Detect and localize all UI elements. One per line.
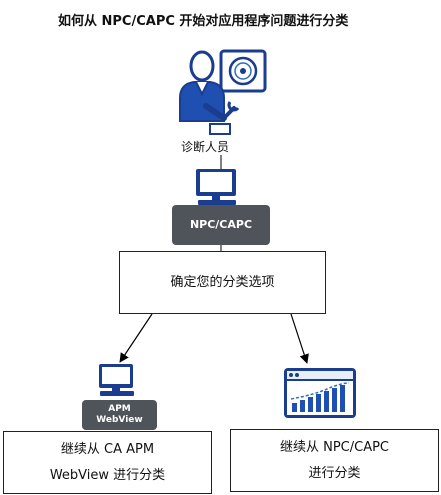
apm-label-line1: APM: [108, 404, 131, 414]
decision-box-text: 确定您的分类选项: [170, 274, 275, 290]
computer-icon: [194, 168, 240, 206]
decision-box: 确定您的分类选项: [119, 251, 326, 314]
apm-label-line2: WebView: [96, 415, 143, 425]
apm-webview-triage-box: 继续从 CA APM WebView 进行分类: [3, 431, 212, 494]
apm-box-line1: 继续从 CA APM: [60, 441, 155, 457]
diagnostician-icon: [176, 46, 268, 138]
page-title: 如何从 NPC/CAPC 开始对应用程序问题进行分类: [58, 14, 349, 29]
apm-box-line2: WebView 进行分类: [49, 467, 166, 483]
apm-computer-icon: [96, 363, 138, 397]
dashboard-icon: [283, 367, 357, 419]
arrow-to-apm: [119, 313, 153, 363]
apm-webview-label: APM WebView: [82, 400, 157, 430]
npc-capc-label: NPC/CAPC: [172, 205, 270, 245]
npc-capc-triage-box: 继续从 NPC/CAPC 进行分类: [230, 429, 439, 492]
arrow-to-dashboard: [290, 313, 309, 364]
npc-box-line1: 继续从 NPC/CAPC: [279, 439, 390, 455]
diagnostician-caption: 诊断人员: [181, 140, 230, 154]
npc-box-line2: 进行分类: [308, 465, 361, 481]
